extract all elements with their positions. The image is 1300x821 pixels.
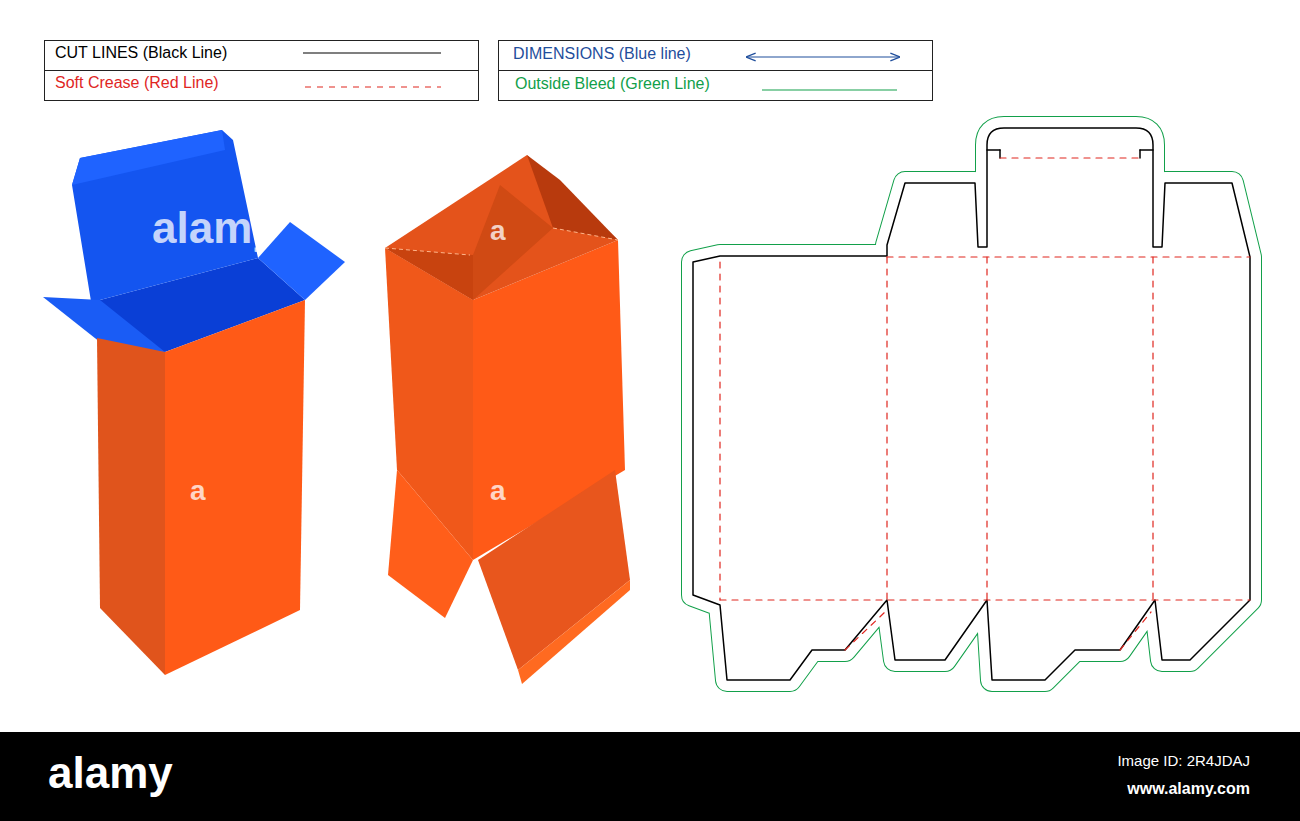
dimension-line-sample <box>747 56 899 57</box>
open-box <box>43 130 345 675</box>
bleed-line-sample <box>762 89 897 90</box>
legend-table <box>44 41 933 101</box>
image-id: Image ID: 2R4JDAJ <box>1117 752 1250 769</box>
brand-logo: alamy <box>48 748 173 799</box>
site-url: www.alamy.com <box>1127 780 1250 798</box>
watermark: a <box>490 475 506 507</box>
dieline <box>693 128 1250 680</box>
watermark: a <box>490 215 506 247</box>
watermark: alamy <box>152 203 277 254</box>
footer-bar <box>0 732 1300 821</box>
crease-line-sample <box>305 86 441 87</box>
legend-label: DIMENSIONS (Blue line) <box>513 45 691 63</box>
legend-label: Soft Crease (Red Line) <box>55 74 219 92</box>
cut-line-sample <box>303 52 441 53</box>
folding-box <box>385 155 630 684</box>
legend-label: Outside Bleed (Green Line) <box>515 75 710 93</box>
watermark: a <box>190 475 206 507</box>
legend-label: CUT LINES (Black Line) <box>55 44 227 62</box>
